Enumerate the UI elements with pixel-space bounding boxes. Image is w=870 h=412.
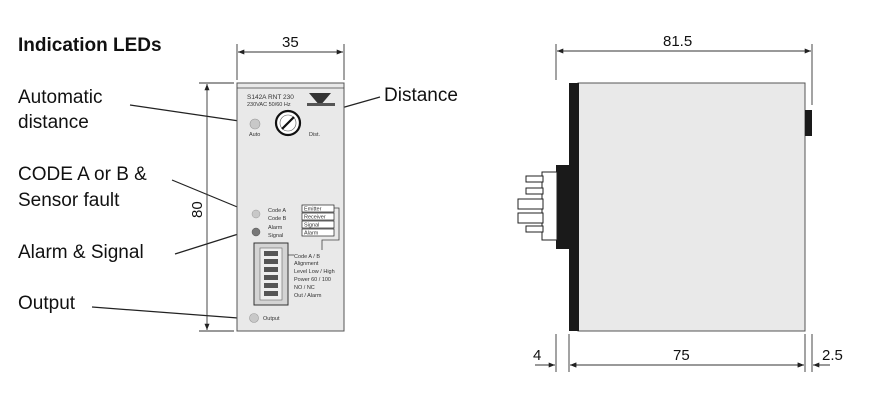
- front-model-line1: S142A RNT 230: [247, 94, 294, 101]
- dist-label: Dist.: [309, 132, 320, 138]
- front-model-line2: 230VAC 50/60 Hz: [247, 102, 291, 108]
- led-label-alarm: Alarm: [268, 225, 283, 231]
- tag-signal: Signal: [304, 223, 319, 229]
- indicator-leds: [251, 209, 261, 237]
- label-automatic-distance-1: Automatic: [18, 87, 102, 108]
- alarm-led-icon: [251, 227, 261, 237]
- auto-label: Auto: [249, 132, 260, 138]
- label-code-1: CODE A or B &: [18, 164, 147, 185]
- side-view: [517, 82, 812, 332]
- tag-alarm: Alarm: [304, 231, 319, 237]
- side-dimensions: 81.5 4 75 2.5: [533, 33, 843, 372]
- tag-receiver: Receiver: [304, 215, 326, 221]
- output-led-label: Output: [263, 316, 280, 322]
- switch-label-power: Power 60 / 100: [294, 277, 331, 283]
- switch-label-alignment: Alignment: [294, 261, 319, 267]
- front-view: S142A RNT 230 230VAC 50/60 Hz Auto Dist.…: [236, 82, 345, 332]
- switch-label-level: Level Low / High: [294, 269, 335, 275]
- dim-front-width: 35: [282, 34, 299, 51]
- label-output: Output: [18, 293, 76, 314]
- diagram-title: Indication LEDs: [18, 35, 162, 56]
- code-led-icon: [251, 209, 261, 219]
- front-dimensions: 35 80: [189, 34, 345, 332]
- tag-labels: Emitter Receiver Signal Alarm: [301, 204, 340, 250]
- switch-label-nonc: NO / NC: [294, 285, 315, 291]
- dim-side-left: 4: [533, 347, 541, 364]
- label-code-2: Sensor fault: [18, 190, 120, 211]
- dim-side-right: 2.5: [822, 347, 843, 364]
- dip-switch-block[interactable]: [253, 242, 289, 306]
- dim-front-height: 80: [189, 201, 206, 218]
- switch-label-out: Out / Alarm: [294, 293, 322, 299]
- brand-logo: [307, 93, 335, 106]
- dim-side-width: 81.5: [663, 33, 692, 50]
- led-label-code-a: Code A: [268, 208, 286, 214]
- led-label-signal: Signal: [268, 233, 283, 239]
- label-automatic-distance-2: distance: [18, 112, 89, 133]
- label-distance: Distance: [384, 85, 458, 106]
- auto-led-icon: [249, 118, 261, 130]
- label-alarm-signal: Alarm & Signal: [18, 242, 144, 263]
- switch-label-code: Code A / B: [294, 254, 320, 260]
- tag-emitter: Emitter: [304, 207, 322, 213]
- led-label-code-b: Code B: [268, 216, 287, 222]
- distance-knob-icon[interactable]: [274, 109, 302, 137]
- dim-side-body: 75: [673, 347, 690, 364]
- output-led-icon: [249, 313, 259, 323]
